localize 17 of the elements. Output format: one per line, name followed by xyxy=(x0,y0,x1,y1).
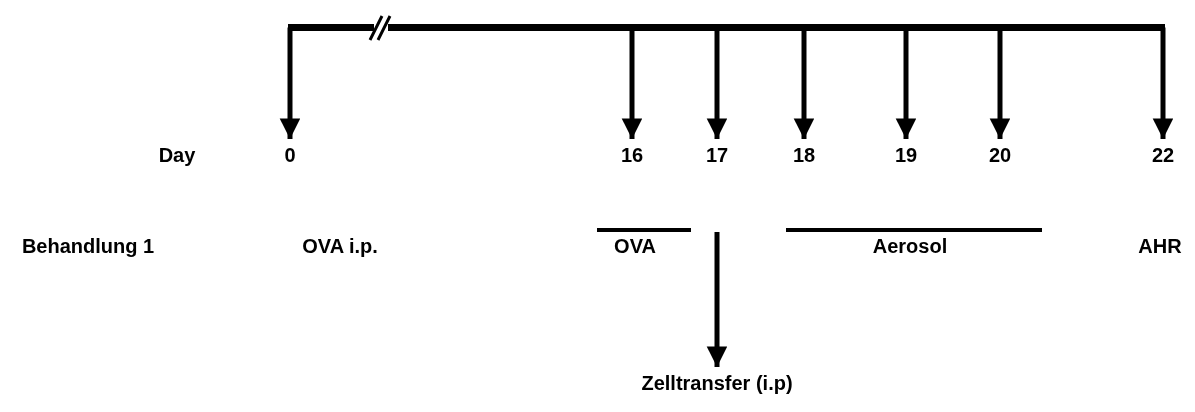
day-number: 18 xyxy=(792,145,816,165)
treatment-label: AHR xyxy=(1138,236,1182,256)
day-number: 22 xyxy=(1151,145,1175,165)
day-number: 17 xyxy=(705,145,729,165)
arrow xyxy=(706,232,728,367)
arrow xyxy=(1152,27,1174,139)
day-number: 0 xyxy=(284,145,296,165)
step-label: Zelltransfer (i.p) xyxy=(641,373,793,393)
timeline-bar xyxy=(288,24,1165,31)
day-number: 16 xyxy=(620,145,644,165)
row-label: Behandlung 1 xyxy=(21,236,155,256)
treatment-label: Aerosol xyxy=(872,236,948,256)
row-label: Day xyxy=(158,145,196,165)
day-number: 19 xyxy=(894,145,918,165)
treatment-label: OVA xyxy=(614,236,656,256)
day-number: 20 xyxy=(988,145,1012,165)
treatment-label: OVA i.p. xyxy=(302,236,378,256)
